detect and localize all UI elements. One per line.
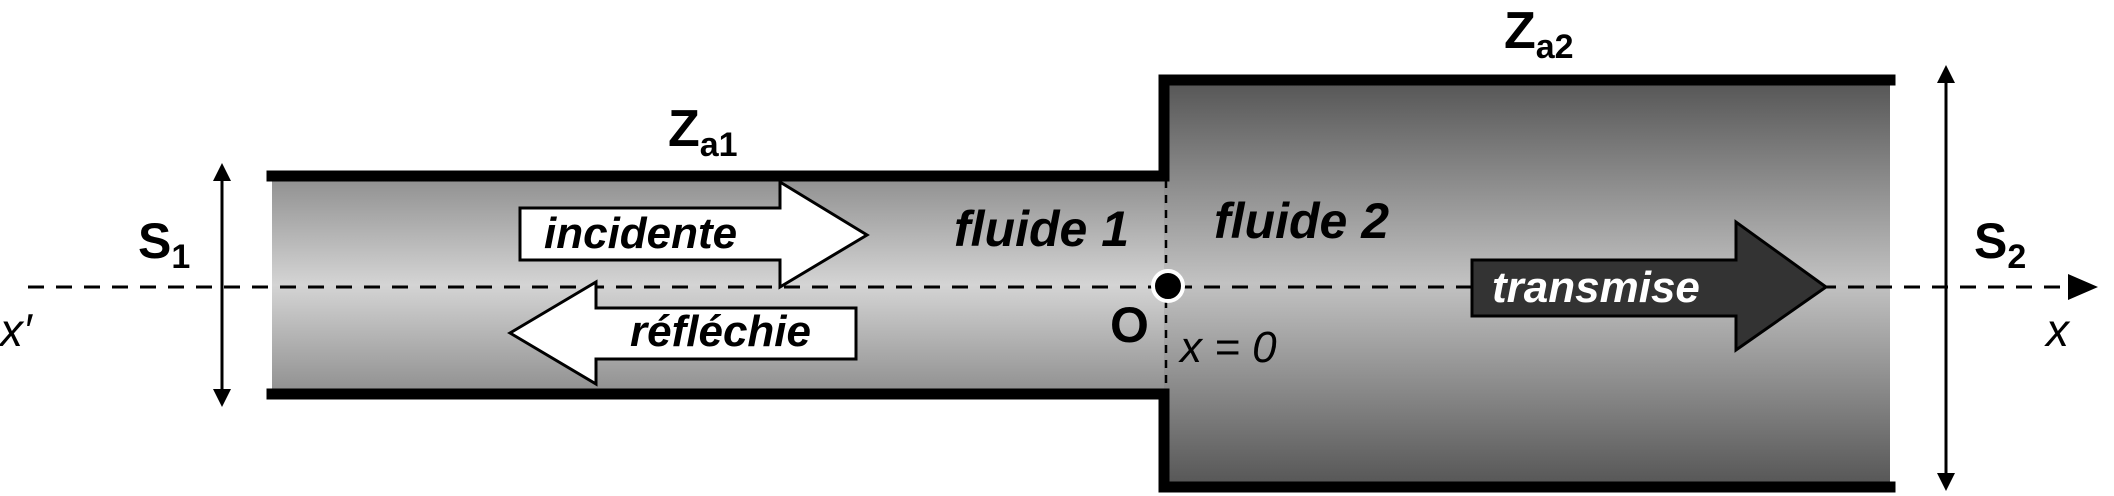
incident-arrow xyxy=(518,179,870,290)
incident-label: incidente xyxy=(544,209,737,258)
section-s1-label: S1 xyxy=(138,213,190,276)
reflected-label: réfléchie xyxy=(630,307,811,356)
reflected-arrow xyxy=(507,279,858,387)
axis-left-label: x′ xyxy=(0,304,33,356)
fluid-1-label: fluide 1 xyxy=(954,201,1129,257)
impedance-za1-label: Za1 xyxy=(668,100,738,164)
origin-point xyxy=(1151,269,1185,303)
fluid-2-label: fluide 2 xyxy=(1214,193,1389,249)
impedance-za2-label: Za2 xyxy=(1504,2,1574,66)
origin-equation: x = 0 xyxy=(1178,323,1277,372)
section-s2-label: S2 xyxy=(1974,213,2026,276)
transmitted-arrow xyxy=(1470,219,1829,353)
axis-arrowhead xyxy=(2068,274,2098,300)
axis-right-label: x xyxy=(2044,304,2071,356)
transmitted-label: transmise xyxy=(1492,263,1700,312)
origin-label: O xyxy=(1110,297,1149,353)
tube-walls xyxy=(266,74,1896,493)
